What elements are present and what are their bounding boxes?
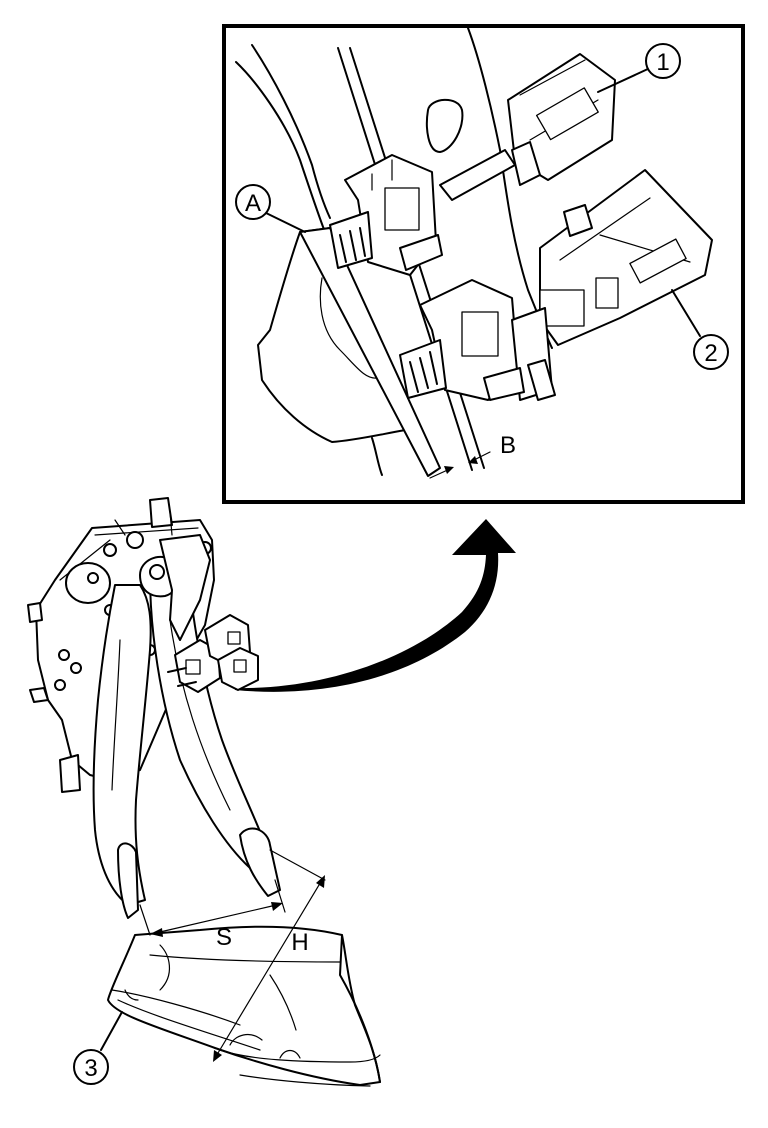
- detail-callout-arrow: [235, 519, 516, 692]
- detail-slot-hole: [425, 98, 464, 153]
- brake-pedal-arm: [92, 584, 152, 906]
- assembly-switches: [167, 614, 259, 693]
- callout-2: 2: [671, 289, 729, 370]
- callout-A: A: [235, 184, 306, 233]
- callout-A-label: A: [245, 190, 261, 217]
- pivot-boss: [65, 562, 111, 604]
- dimension-S: S: [139, 879, 286, 951]
- dimension-H: H: [213, 849, 326, 1062]
- detail-pedal-arm: [235, 27, 553, 476]
- dimension-B: B: [429, 432, 516, 479]
- dimension-B-label: B: [500, 432, 516, 459]
- callout-3: 3: [73, 1011, 123, 1085]
- callout-2-label: 2: [704, 340, 717, 367]
- dimension-H-label: H: [291, 929, 308, 956]
- dimension-S-label: S: [216, 924, 232, 951]
- floor-base: [107, 925, 381, 1087]
- detail-inset: 1 2 A B: [222, 24, 745, 504]
- callout-1: 1: [597, 43, 681, 93]
- bracket-plate: [257, 47, 485, 477]
- pedal-assembly: S H 3: [27, 497, 381, 1087]
- switch-1: [329, 53, 616, 276]
- switch-2: [399, 169, 713, 401]
- clutch-pedal-arm: [149, 574, 271, 869]
- callout-3-label: 3: [84, 1055, 97, 1082]
- callout-1-label: 1: [656, 49, 669, 76]
